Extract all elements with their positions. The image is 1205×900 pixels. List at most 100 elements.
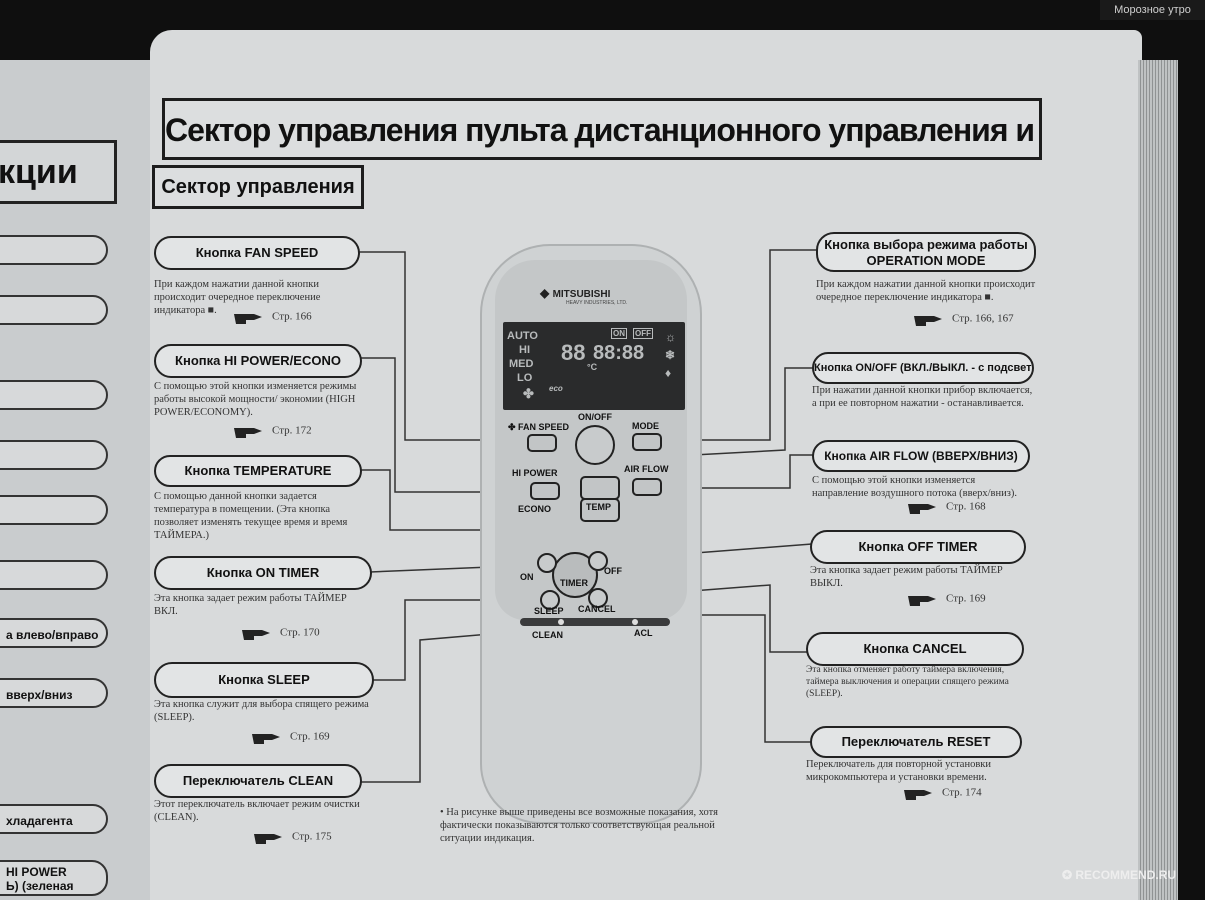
lcd-mode-lo: LO bbox=[517, 372, 533, 384]
lcd-on-indicator: ON bbox=[611, 328, 627, 339]
desc-clean: Этот переключатель включает режим очистк… bbox=[154, 799, 360, 823]
econo-label: ECONO bbox=[518, 504, 552, 514]
temp-label: TEMP bbox=[586, 502, 612, 512]
clean-switch[interactable] bbox=[558, 619, 564, 625]
fan-speed-label: ✤ FAN SPEED bbox=[508, 422, 570, 432]
fan-icon: ✤ bbox=[523, 386, 534, 401]
cancel-label: CANCEL bbox=[578, 604, 616, 614]
desc-sleep: Эта кнопка служит для выбора спящего реж… bbox=[154, 699, 369, 723]
left-page-item bbox=[0, 495, 108, 525]
temp-up-button[interactable] bbox=[580, 476, 620, 500]
pointing-hand-icon bbox=[242, 630, 270, 640]
switch-slot bbox=[520, 618, 670, 626]
on-off-button[interactable] bbox=[575, 425, 615, 465]
hi-power-econo-button[interactable] bbox=[530, 482, 560, 500]
label-air-flow: Кнопка AIR FLOW (ВВЕРХ/ВНИЗ) bbox=[812, 440, 1030, 472]
cancel-button[interactable] bbox=[588, 588, 608, 608]
fan-speed-button[interactable] bbox=[527, 434, 557, 452]
ref-sleep: Стр. 169 bbox=[250, 728, 330, 746]
watermark-bottom: ✪ RECOMMEND.RU bbox=[1062, 868, 1177, 882]
left-page-title: кции bbox=[0, 140, 117, 204]
lcd-clock: 88:88 bbox=[593, 342, 645, 364]
left-page-item-refrigerant: хладагента bbox=[0, 804, 108, 834]
pointing-hand-icon bbox=[908, 504, 936, 514]
timer-label: TIMER bbox=[560, 578, 588, 588]
lcd-off-indicator: OFF bbox=[633, 328, 653, 339]
clean-label: CLEAN bbox=[532, 630, 563, 640]
ref-reset: Стр. 174 bbox=[902, 784, 982, 802]
desc-hi-power-econo: С помощью этой кнопки изменяется режимы … bbox=[154, 381, 357, 418]
left-page-item bbox=[0, 380, 108, 410]
ref-off-timer: Стр. 169 bbox=[906, 590, 986, 608]
desc-cancel: Эта кнопка отменяет работу таймера включ… bbox=[806, 665, 1009, 699]
on-timer-label: ON bbox=[520, 572, 534, 582]
left-page-item bbox=[0, 235, 108, 265]
label-on-timer: Кнопка ON TIMER bbox=[154, 556, 372, 590]
lcd-mode-hi: HI bbox=[519, 344, 530, 356]
sleep-button[interactable] bbox=[540, 590, 560, 610]
lcd-mode-med: MED bbox=[509, 358, 534, 370]
section-title: Сектор управления bbox=[152, 165, 364, 209]
brand-subtitle: HEAVY INDUSTRIES, LTD. bbox=[566, 300, 628, 306]
ref-hi-power-econo: Стр. 172 bbox=[232, 422, 312, 440]
pointing-hand-icon bbox=[234, 428, 262, 438]
drop-icon: ♦ bbox=[665, 366, 672, 380]
air-flow-label: AIR FLOW bbox=[624, 464, 669, 474]
off-timer-button[interactable] bbox=[588, 551, 608, 571]
label-hi-power-econo: Кнопка HI POWER/ECONO bbox=[154, 344, 362, 378]
pointing-hand-icon bbox=[908, 596, 936, 606]
desc-on-off: При нажатии данной кнопки прибор включае… bbox=[812, 385, 1033, 409]
pointing-hand-icon bbox=[234, 314, 262, 324]
brand-logo: ◆ MITSUBISHI bbox=[540, 286, 611, 300]
desc-temperature: С помощью данной кнопки задается темпера… bbox=[154, 491, 348, 541]
reset-switch[interactable] bbox=[632, 619, 638, 625]
air-flow-button[interactable] bbox=[632, 478, 662, 496]
sleep-label: SLEEP bbox=[534, 606, 564, 616]
ref-operation-mode: Стр. 166, 167 bbox=[912, 310, 1014, 328]
pointing-hand-icon bbox=[914, 316, 942, 326]
page-edges bbox=[1138, 60, 1178, 900]
label-off-timer: Кнопка OFF TIMER bbox=[810, 530, 1026, 564]
label-sleep: Кнопка SLEEP bbox=[154, 662, 374, 698]
label-clean: Переключатель CLEAN bbox=[154, 764, 362, 798]
label-on-off: Кнопка ON/OFF (ВКЛ./ВЫКЛ. - с подсветкой… bbox=[812, 352, 1034, 384]
ref-fan-speed: Стр. 166 bbox=[232, 308, 312, 326]
acl-label: ACL bbox=[634, 628, 653, 638]
watermark-top: Морозное утро bbox=[1100, 0, 1205, 20]
desc-reset: Переключатель для повторной установки ми… bbox=[806, 759, 992, 783]
label-cancel: Кнопка CANCEL bbox=[806, 632, 1024, 666]
label-temperature: Кнопка TEMPERATURE bbox=[154, 455, 362, 487]
pointing-hand-icon bbox=[254, 834, 282, 844]
ref-clean: Стр. 175 bbox=[252, 828, 332, 846]
mode-button[interactable] bbox=[632, 433, 662, 451]
lcd-display: AUTO HI MED LO 88 °C 88:88 ON OFF eco ✤ … bbox=[503, 322, 685, 410]
label-reset: Переключатель RESET bbox=[810, 726, 1022, 758]
left-page-item-airflow-lr: а влево/вправо bbox=[0, 618, 108, 648]
left-page-item bbox=[0, 295, 108, 325]
left-page-item-airflow-ud: вверх/вниз bbox=[0, 678, 108, 708]
lcd-eco-indicator: eco bbox=[549, 384, 563, 393]
snowflake-icon: ❄ bbox=[665, 348, 676, 362]
mode-label: MODE bbox=[632, 421, 659, 431]
pointing-hand-icon bbox=[252, 734, 280, 744]
page-title: Сектор управления пульта дистанционного … bbox=[162, 98, 1042, 160]
pointing-hand-icon bbox=[904, 790, 932, 800]
lcd-unit: °C bbox=[587, 362, 598, 372]
desc-off-timer: Эта кнопка задает режим работы ТАЙМЕР ВЫ… bbox=[810, 565, 1003, 589]
lcd-mode-auto: AUTO bbox=[507, 330, 538, 342]
on-timer-button[interactable] bbox=[537, 553, 557, 573]
label-operation-mode: Кнопка выбора режима работы OPERATION MO… bbox=[816, 232, 1036, 272]
desc-operation-mode: При каждом нажатии данной кнопки происхо… bbox=[816, 279, 1036, 303]
desc-on-timer: Эта кнопка задает режим работы ТАЙМЕР ВК… bbox=[154, 593, 347, 617]
left-page-item bbox=[0, 440, 108, 470]
ref-on-timer: Стр. 170 bbox=[240, 624, 320, 642]
desc-fan-speed: При каждом нажатии данной кнопки происхо… bbox=[154, 279, 321, 316]
sun-icon: ☼ bbox=[665, 330, 676, 344]
left-page-item bbox=[0, 560, 108, 590]
lcd-temperature: 88 bbox=[561, 340, 586, 365]
label-fan-speed: Кнопка FAN SPEED bbox=[154, 236, 360, 270]
desc-air-flow: С помощью этой кнопки изменяется направл… bbox=[812, 475, 1018, 499]
temp-down-button[interactable] bbox=[580, 498, 620, 522]
off-timer-label: OFF bbox=[604, 566, 622, 576]
footnote: • На рисунке выше приведены все возможны… bbox=[440, 807, 718, 844]
